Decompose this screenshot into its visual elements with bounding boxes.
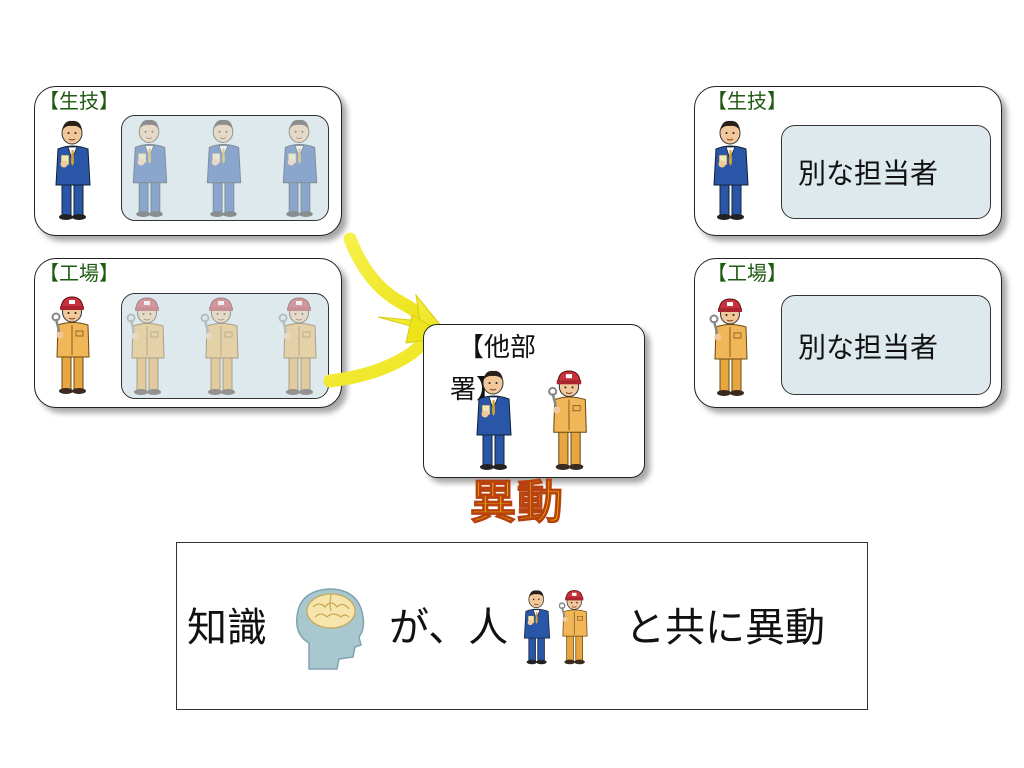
- seigi-label: 【生技】: [39, 89, 119, 113]
- replacement-text: 別な担当者: [798, 331, 939, 364]
- seigi-label: 【生技】: [707, 89, 787, 113]
- engineer-figure: [476, 370, 512, 471]
- engineer-figure: [523, 590, 551, 665]
- engineer-figure: [55, 120, 91, 221]
- worker-figure: [51, 295, 91, 395]
- summary-knowledge: 知識: [187, 605, 267, 651]
- replacement-box: 別な担当者: [781, 295, 991, 395]
- factory-label: 【工場】: [707, 261, 787, 285]
- factory-card-right: 【工場】 別な担当者: [694, 258, 1002, 408]
- summary-tail: と共に異動: [625, 605, 825, 651]
- worker-figure: [709, 297, 749, 397]
- engineer-figure-faded: [206, 119, 242, 218]
- replacement-text: 別な担当者: [798, 157, 939, 190]
- engineer-figure-faded: [132, 119, 168, 218]
- worker-figure-faded: [200, 296, 240, 396]
- other-dept-label-line1: 【他部: [458, 333, 537, 363]
- summary-box: 知識 が、人 と共に異動: [176, 542, 868, 710]
- worker-figure: [559, 589, 589, 665]
- replacement-box: 別な担当者: [781, 125, 991, 219]
- transfer-label: 異動: [469, 474, 564, 529]
- brain-head-icon: [296, 588, 365, 670]
- seigi-card-right: 【生技】 別な担当者: [694, 86, 1002, 236]
- knowledge-holders-box: [121, 115, 329, 221]
- seigi-card-left: 【生技】: [34, 86, 342, 236]
- worker-figure: [548, 369, 588, 471]
- factory-label: 【工場】: [39, 261, 119, 285]
- summary-ga: が、人: [389, 605, 509, 651]
- worker-figure-faded: [278, 296, 318, 396]
- knowledge-holders-box: [121, 293, 329, 399]
- engineer-figure: [713, 120, 749, 221]
- engineer-figure-faded: [282, 119, 318, 218]
- other-dept-card: 【他部 署】: [423, 324, 645, 478]
- factory-card-left: 【工場】: [34, 258, 342, 408]
- worker-figure-faded: [126, 296, 166, 396]
